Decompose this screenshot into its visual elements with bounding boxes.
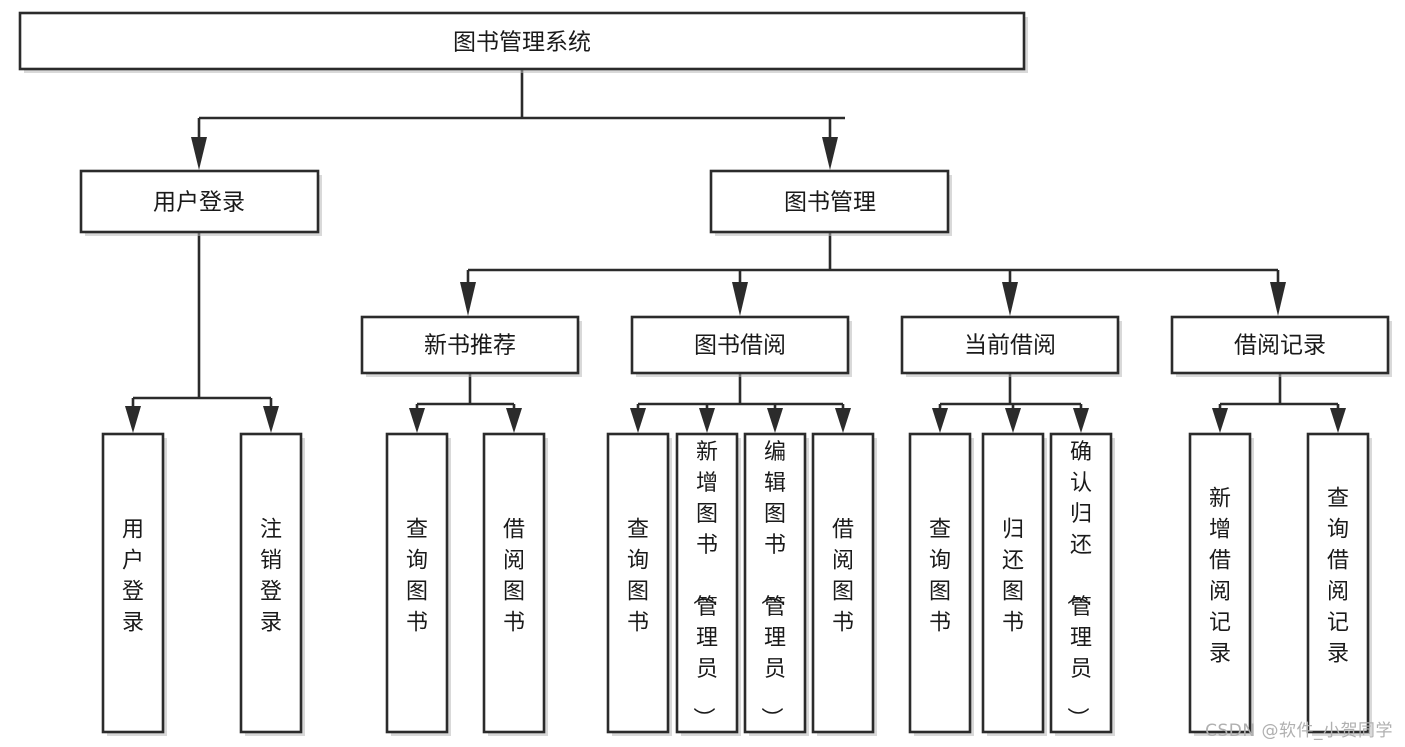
node-new-book-recommend[interactable]: 新书推荐 (360, 315, 582, 377)
node-current-borrow[interactable]: 当前借阅 (900, 315, 1122, 377)
arrowhead-book-borrow (732, 282, 748, 316)
node-leaf-add-borrow-record-box[interactable] (1188, 432, 1252, 734)
node-leaf-query-borrow-record-box[interactable] (1306, 432, 1370, 734)
arrowhead-leaf-return-book (1005, 408, 1021, 433)
node-leaf-borrow-book-2-label: 借阅图书 (832, 518, 854, 636)
node-leaf-query-book-3[interactable]: 查询图书 (908, 432, 974, 736)
node-leaf-query-book-3-box[interactable] (908, 432, 972, 734)
node-current-borrow-label: 当前借阅 (964, 333, 1056, 359)
node-borrow-record-label: 借阅记录 (1234, 333, 1326, 359)
node-leaf-edit-book-box[interactable] (743, 432, 807, 734)
node-leaf-user-login-box[interactable] (101, 432, 165, 734)
node-new-book-recommend-box[interactable] (360, 315, 580, 375)
connector-group-book-management-to-level3 (460, 232, 1286, 316)
node-leaf-borrow-book-2-box[interactable] (811, 432, 875, 734)
arrowhead-new-book-recommend (460, 282, 476, 316)
node-user-login[interactable]: 用户登录 (79, 169, 322, 236)
node-leaf-query-borrow-record-label: 查询借阅记录 (1327, 487, 1349, 667)
node-leaf-add-borrow-record[interactable]: 新增借阅记录 (1188, 432, 1254, 736)
node-leaf-borrow-book-1-box[interactable] (482, 432, 546, 734)
arrowhead-leaf-edit-book (767, 408, 783, 433)
connector-group-root-to-level2 (191, 69, 845, 170)
node-user-login-box[interactable] (79, 169, 320, 234)
node-leaf-add-book-box[interactable] (675, 432, 739, 734)
node-root-label: 图书管理系统 (453, 30, 591, 56)
arrowhead-leaf-confirm-return (1073, 408, 1089, 433)
arrowhead-leaf-query-book-3 (932, 408, 948, 433)
node-leaf-add-book-label: 新增图书（管理员） (690, 440, 718, 729)
arrowhead-leaf-add-book (699, 408, 715, 433)
node-leaf-query-borrow-record[interactable]: 查询借阅记录 (1306, 432, 1372, 736)
arrowhead-leaf-borrow-book-2 (835, 408, 851, 433)
connector-group-new-book-recommend-to-leaves (409, 373, 522, 433)
node-leaf-logout-login-label: 注销登录 (260, 518, 282, 636)
arrowhead-leaf-add-borrow-record (1212, 408, 1228, 433)
node-leaf-query-book-1[interactable]: 查询图书 (385, 432, 451, 736)
node-new-book-recommend-label: 新书推荐 (424, 333, 516, 359)
arrowhead-leaf-query-borrow-record (1330, 408, 1346, 433)
connector-group-user-login-to-leaves (125, 232, 279, 433)
node-leaf-confirm-return[interactable]: 确认归还（管理员） (1049, 432, 1115, 736)
node-book-borrow-label: 图书借阅 (694, 333, 786, 359)
node-leaf-add-book[interactable]: 新增图书（管理员） (675, 432, 741, 736)
arrowhead-leaf-user-login (125, 406, 141, 433)
node-leaf-logout-login[interactable]: 注销登录 (239, 432, 305, 736)
node-leaf-borrow-book-1-label: 借阅图书 (503, 518, 525, 636)
arrowhead-borrow-record (1270, 282, 1286, 316)
node-user-login-label: 用户登录 (153, 190, 245, 216)
node-leaf-query-book-1-box[interactable] (385, 432, 449, 734)
node-leaf-query-book-1-label: 查询图书 (406, 518, 428, 636)
node-leaf-query-book-3-label: 查询图书 (929, 518, 951, 636)
node-leaf-confirm-return-box[interactable] (1049, 432, 1113, 734)
arrowhead-current-borrow (1002, 282, 1018, 316)
node-leaf-user-login-label: 用户登录 (122, 518, 144, 636)
node-leaf-add-borrow-record-label: 新增借阅记录 (1209, 487, 1231, 667)
leaf-node-layer: 用户登录 注销登录 查询图书 借阅图书 查询图书 新增图书（管理员） 编辑图书（管理员） 借阅… (101, 432, 1372, 736)
connector-group-book-borrow-to-leaves (630, 373, 851, 433)
node-leaf-logout-login-box[interactable] (239, 432, 303, 734)
connector-group-current-borrow-to-leaves (932, 373, 1089, 433)
node-current-borrow-box[interactable] (900, 315, 1120, 375)
node-leaf-user-login[interactable]: 用户登录 (101, 432, 167, 736)
node-book-management[interactable]: 图书管理 (709, 169, 952, 236)
arrowhead-leaf-query-book-1 (409, 408, 425, 433)
node-leaf-edit-book-label: 编辑图书（管理员） (758, 440, 786, 729)
node-leaf-edit-book[interactable]: 编辑图书（管理员） (743, 432, 809, 736)
node-borrow-record-box[interactable] (1170, 315, 1390, 375)
node-leaf-return-book[interactable]: 归还图书 (981, 432, 1047, 736)
connector-group-borrow-record-to-leaves (1212, 373, 1346, 433)
node-book-management-label: 图书管理 (784, 190, 876, 216)
node-leaf-borrow-book-2[interactable]: 借阅图书 (811, 432, 877, 736)
node-book-borrow[interactable]: 图书借阅 (630, 315, 852, 377)
arrowhead-user-login (191, 137, 207, 170)
node-leaf-confirm-return-label: 确认归还（管理员） (1064, 440, 1092, 729)
node-leaf-return-book-box[interactable] (981, 432, 1045, 734)
arrowhead-leaf-query-book-2 (630, 408, 646, 433)
node-leaf-query-book-2-label: 查询图书 (627, 518, 649, 636)
node-leaf-query-book-2[interactable]: 查询图书 (606, 432, 672, 736)
arrowhead-book-management (822, 137, 838, 170)
arrowhead-leaf-borrow-book-1 (506, 408, 522, 433)
node-leaf-query-book-2-box[interactable] (606, 432, 670, 734)
node-book-management-box[interactable] (709, 169, 950, 234)
node-leaf-borrow-book-1[interactable]: 借阅图书 (482, 432, 548, 736)
node-borrow-record[interactable]: 借阅记录 (1170, 315, 1392, 377)
arrowhead-leaf-logout-login (263, 406, 279, 433)
node-root-box[interactable] (18, 11, 1026, 71)
node-leaf-return-book-label: 归还图书 (1002, 518, 1024, 636)
node-book-borrow-box[interactable] (630, 315, 850, 375)
node-root[interactable]: 图书管理系统 (18, 11, 1028, 73)
